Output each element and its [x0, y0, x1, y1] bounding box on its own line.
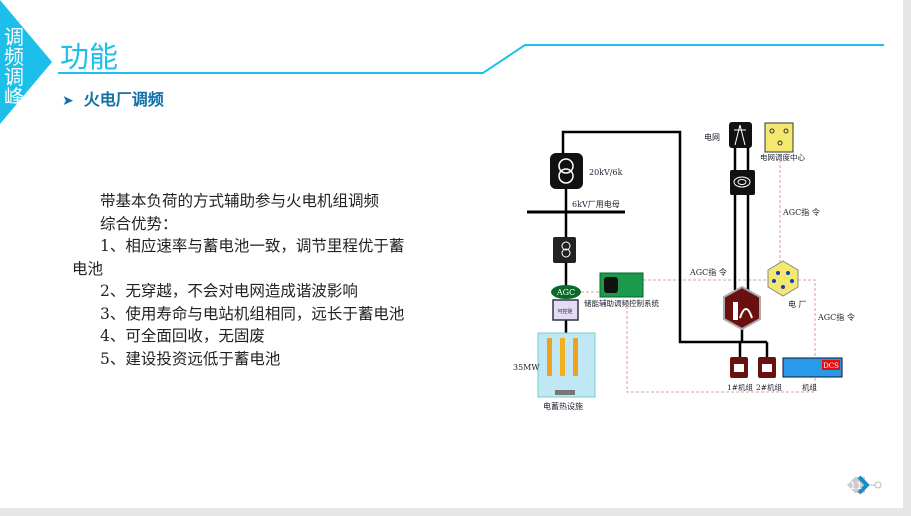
subtitle: ➤ 火电厂调频 — [62, 86, 164, 110]
line: 5、建设投资远低于蓄电池 — [100, 349, 281, 368]
label: 电网 — [704, 132, 720, 142]
label: 2#机组 — [756, 382, 783, 392]
subtitle-text: 火电厂调频 — [83, 90, 164, 109]
aux-transformer-icon — [553, 237, 576, 263]
page-title: 功能 — [60, 40, 119, 74]
thyristor-box — [552, 299, 579, 321]
dispatch-center-icon — [764, 122, 794, 153]
label: 电网调度中心 — [760, 152, 805, 162]
page-number: 11 — [845, 475, 885, 499]
label: AGC指 令 — [782, 207, 820, 217]
label: 1#机组 — [727, 382, 754, 392]
control-board-icon — [599, 272, 644, 298]
page-number-text: 11 — [850, 481, 863, 492]
title-underline — [58, 44, 884, 74]
label: 电 厂 — [788, 299, 807, 309]
label: DCS — [823, 362, 839, 370]
label: 20kV/6k — [589, 168, 623, 177]
line: 2、无穿越，不会对电网造成谐波影响 — [100, 282, 358, 300]
line: 4、可全面回收，无固废 — [100, 327, 265, 345]
label: 35MW — [513, 363, 540, 372]
agc-ellipse — [551, 285, 581, 299]
label: AGC — [556, 288, 575, 297]
label: 电蓄热设施 — [543, 401, 583, 411]
system-diagram: 20kV/6k 6kV厂用电母 AGC 可控硅 35MW 电蓄热设施 储能辅助调… — [513, 122, 855, 411]
line: 电池 — [72, 259, 104, 278]
side-label: 调频调峰 — [4, 25, 24, 109]
plant-network-icon — [767, 260, 799, 297]
switch-icon — [730, 170, 755, 195]
label: 6kV厂用电母 — [572, 199, 620, 209]
grid-tower-icon — [729, 122, 752, 148]
line: 综合优势： — [100, 214, 178, 233]
label: 机组 — [802, 382, 817, 392]
label: AGC指 令 — [817, 312, 855, 322]
label: AGC指 令 — [689, 267, 727, 277]
label: 可控硅 — [557, 308, 572, 315]
line: 1、相应速率与蓄电池一致，调节里程优于蓄 — [100, 237, 405, 255]
arrow-bullet-icon: ➤ — [62, 93, 74, 109]
power-plant-icon — [723, 285, 761, 331]
label: 储能辅助调频控制系统 — [584, 298, 659, 308]
main-transformer-icon — [550, 153, 583, 189]
line: 带基本负荷的方式辅助参与火电机组调频 — [100, 192, 380, 210]
heater-tank-icon — [537, 332, 596, 398]
slide: 调频调峰 功能 ➤ 火电厂调频 带基本负荷的方式辅助参与火电机组调频 综合优势： … — [0, 0, 903, 508]
line: 3、使用寿命与电站机组相同，远长于蓄电池 — [100, 304, 405, 323]
content-text: 带基本负荷的方式辅助参与火电机组调频 综合优势： 1、相应速率与蓄电池一致，调节… — [72, 190, 457, 370]
